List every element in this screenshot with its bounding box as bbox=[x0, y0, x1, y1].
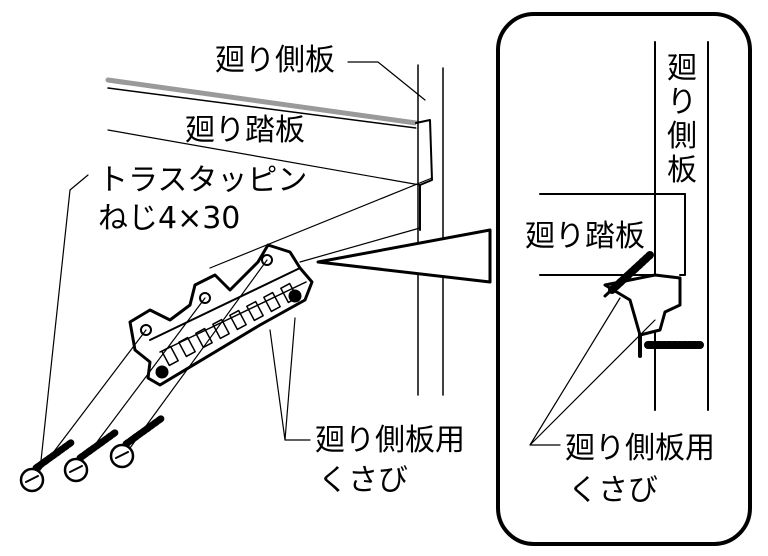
inset-side-board-char-2: り bbox=[667, 85, 697, 120]
inset-side-board-char-3: 側 bbox=[667, 119, 697, 154]
screw-1 bbox=[19, 438, 76, 493]
label-step-board: 廻り踏板 bbox=[185, 113, 305, 148]
screw-2 bbox=[63, 428, 120, 483]
label-screw-line1: トラスタッピン bbox=[98, 163, 307, 198]
label-screw-line2: ねじ4×30 bbox=[98, 201, 240, 236]
inset-side-board-char-1: 廻 bbox=[667, 51, 697, 86]
inset-screw-horizontal bbox=[638, 333, 704, 358]
label-side-board: 廻り側板 bbox=[215, 43, 335, 78]
wedge-inner-screw-2 bbox=[288, 289, 302, 303]
main-view bbox=[19, 61, 492, 493]
wedge-assembly bbox=[128, 243, 314, 387]
wedge-hole-1 bbox=[140, 324, 152, 336]
side-board-label-leader bbox=[347, 61, 426, 101]
step-board-shape bbox=[105, 77, 433, 231]
callout-pointer bbox=[316, 228, 492, 284]
wedge-inner-screw-1 bbox=[155, 365, 169, 379]
screw-3 bbox=[109, 414, 166, 469]
screw-label-leader bbox=[39, 174, 89, 471]
inset-wedge-leader bbox=[529, 297, 656, 446]
inset-label-step-board: 廻り踏板 bbox=[525, 219, 645, 254]
label-wedge-line1: 廻り側板用 bbox=[315, 423, 465, 458]
side-board-shape bbox=[417, 64, 444, 396]
wedge-label-leader bbox=[269, 317, 311, 441]
inset-label-wedge-line2: くさび bbox=[568, 473, 658, 508]
inset-label-wedge-line1: 廻り側板用 bbox=[565, 431, 715, 466]
label-wedge-line2: くさび bbox=[318, 463, 408, 498]
inset-wedge bbox=[603, 273, 682, 337]
wedge-hole-3 bbox=[261, 254, 273, 266]
wedge-hole-2 bbox=[199, 292, 211, 304]
inset-side-board-char-4: 板 bbox=[667, 153, 697, 188]
detail-inset: 廻 り 側 板 廻り踏板 廻り側板用 くさび bbox=[496, 12, 752, 546]
inset-screw-diagonal bbox=[603, 251, 654, 298]
